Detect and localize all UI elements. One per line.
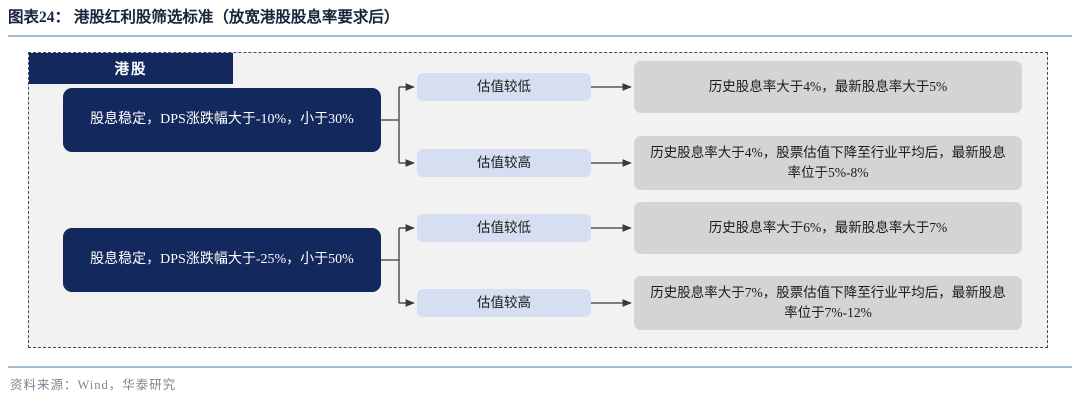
title-divider bbox=[8, 35, 1072, 37]
page-title: 图表24： 港股红利股筛选标准（放宽港股股息率要求后） bbox=[8, 9, 400, 26]
footer-divider bbox=[8, 366, 1072, 368]
stage-box-2-high-valuation[interactable]: 估值较高 bbox=[417, 289, 591, 317]
figure-title-bar: 图表24： 港股红利股筛选标准（放宽港股股息率要求后） bbox=[8, 6, 1072, 36]
criterion-box-2[interactable]: 股息稳定，DPS涨跌幅大于-25%，小于50% bbox=[63, 228, 381, 292]
stage-box-1-low-valuation[interactable]: 估值较低 bbox=[417, 73, 591, 101]
result-box-1-low-valuation[interactable]: 历史股息率大于4%，最新股息率大于5% bbox=[634, 61, 1022, 113]
stage-box-1-high-valuation[interactable]: 估值较高 bbox=[417, 149, 591, 177]
result-box-2-low-valuation[interactable]: 历史股息率大于6%，最新股息率大于7% bbox=[634, 202, 1022, 254]
diagram-frame: 港股 股息 bbox=[28, 52, 1048, 348]
market-header-tab: 港股 bbox=[29, 53, 233, 84]
stage-box-2-low-valuation[interactable]: 估值较低 bbox=[417, 214, 591, 242]
result-box-1-high-valuation[interactable]: 历史股息率大于4%，股票估值下降至行业平均后，最新股息率位于5%-8% bbox=[634, 136, 1022, 190]
criterion-box-1[interactable]: 股息稳定，DPS涨跌幅大于-10%，小于30% bbox=[63, 88, 381, 152]
result-box-2-high-valuation[interactable]: 历史股息率大于7%，股票估值下降至行业平均后，最新股息率位于7%-12% bbox=[634, 276, 1022, 330]
source-note: 资料来源：Wind，华泰研究 bbox=[10, 378, 177, 392]
